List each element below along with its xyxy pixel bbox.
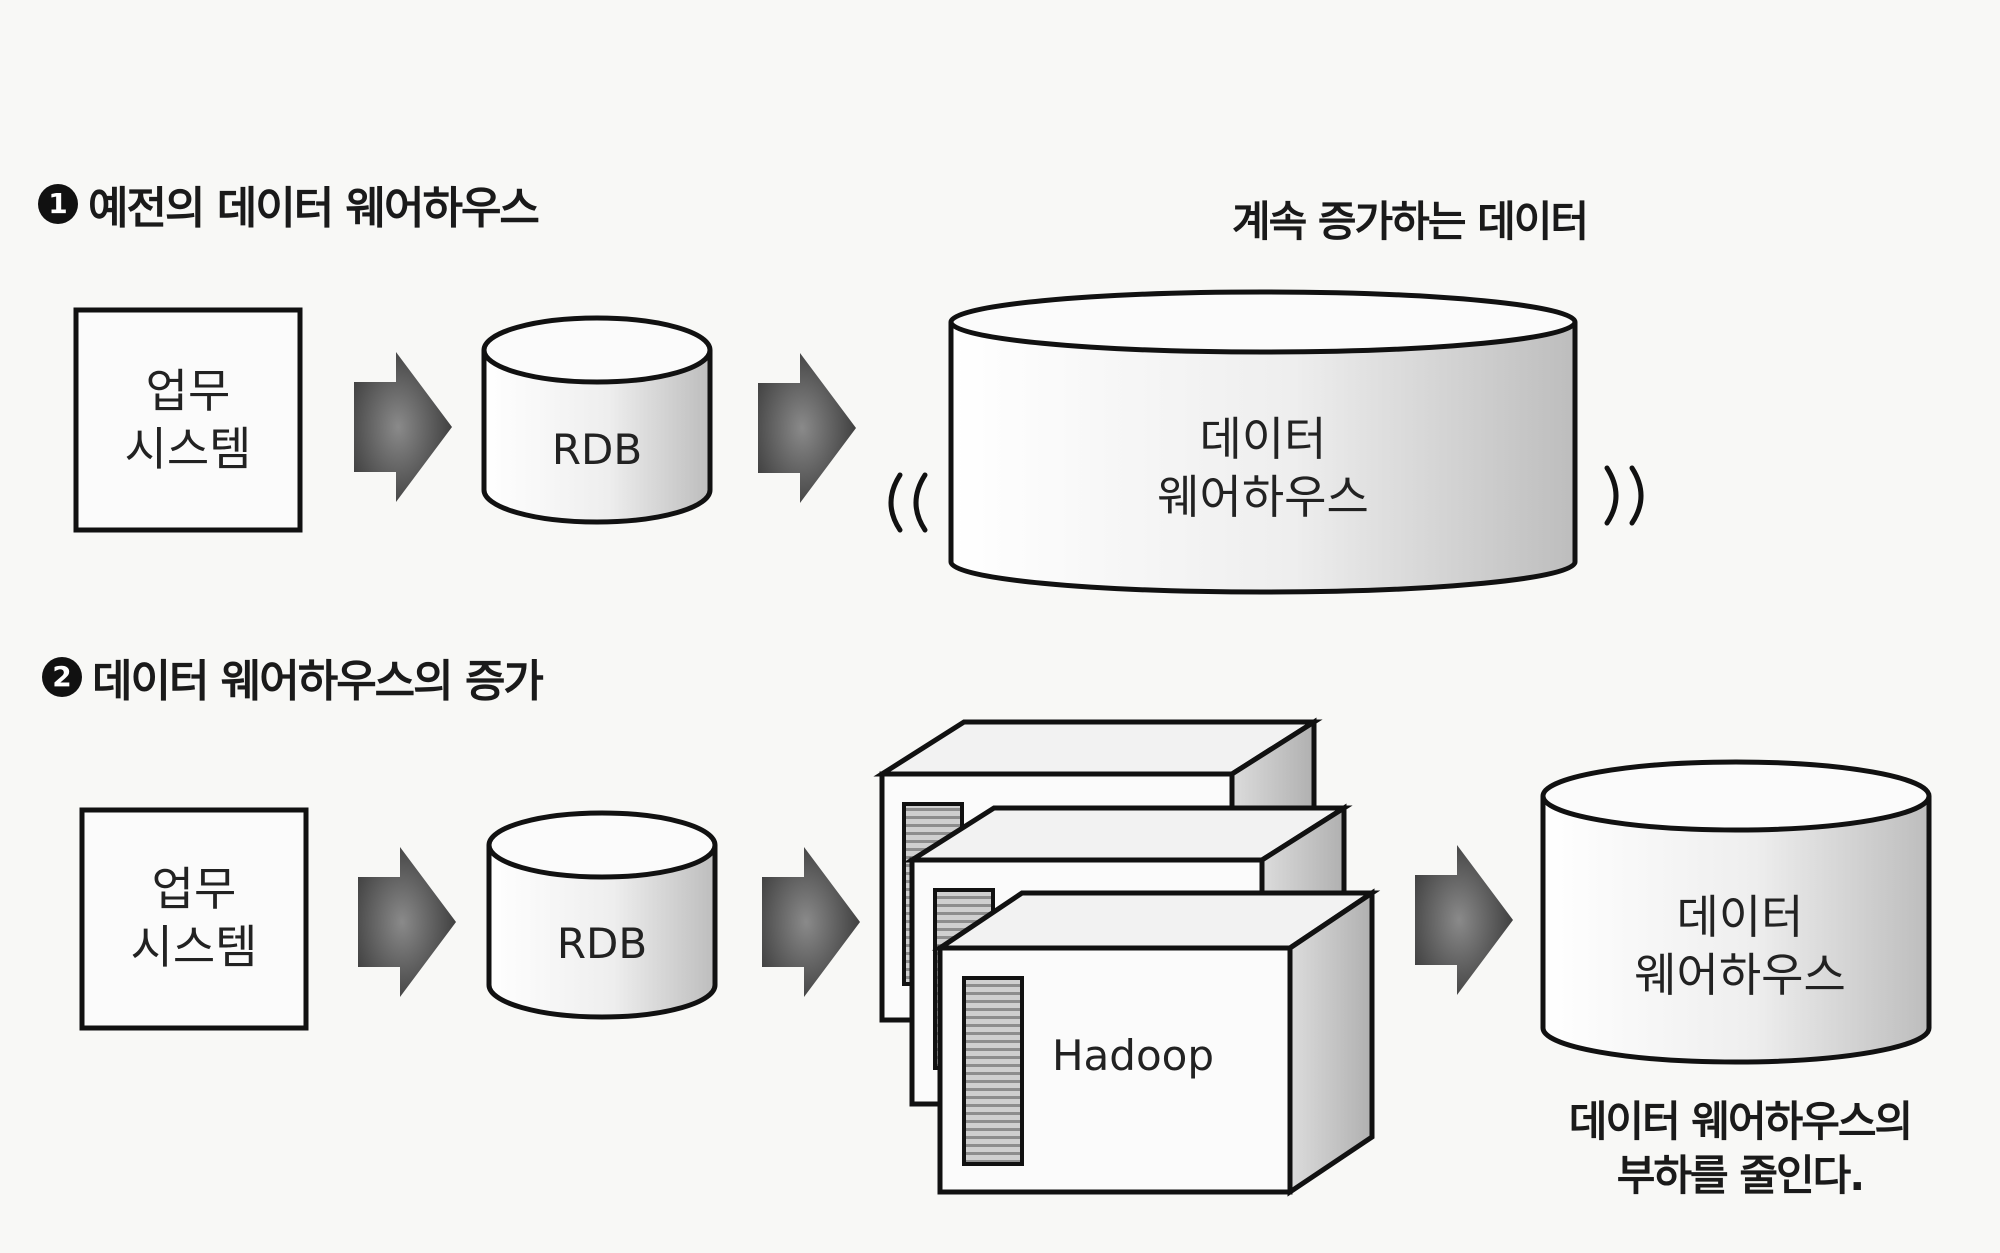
business-system-label-2b: 시스템 — [131, 920, 258, 974]
rdb-label-1: RDB — [552, 425, 642, 474]
load-note-line2: 부하를 줄인다. — [1616, 1151, 1865, 1200]
arrow-right-icon — [358, 847, 456, 997]
growing-data-note: 계속 증가하는 데이터 — [1232, 197, 1589, 246]
business-system-box-2: 업무 시스템 — [79, 807, 309, 1031]
business-system-label-1b: 시스템 — [125, 422, 252, 476]
section1-number: 1 — [38, 184, 78, 224]
arrow-right-icon — [762, 847, 860, 997]
section1-title: 예전의 데이터 웨어하우스 — [88, 183, 540, 234]
load-reduction-note: 데이터 웨어하우스의 부하를 줄인다. — [1540, 1095, 1940, 1203]
dw-label-1a: 데이터 — [1200, 412, 1327, 466]
hadoop-server-front: Hadoop — [931, 888, 1381, 1197]
load-note-line1: 데이터 웨어하우스의 — [1568, 1097, 1913, 1146]
section1-heading: 1 예전의 데이터 웨어하우스 — [38, 172, 540, 236]
section2-title: 데이터 웨어하우스의 증가 — [92, 656, 544, 707]
data-warehouse-cylinder-1: 데이터 웨어하우스 — [948, 289, 1578, 595]
arrow-right-icon — [354, 352, 452, 502]
dw-label-2a: 데이터 — [1677, 890, 1804, 944]
rdb-cylinder-1: RDB — [481, 315, 713, 525]
arrow-right-icon — [758, 353, 856, 503]
data-warehouse-cylinder-2: 데이터 웨어하우스 — [1540, 759, 1932, 1065]
hadoop-label: Hadoop — [1052, 1031, 1214, 1080]
section2-number: 2 — [42, 657, 82, 697]
rdb-label-2: RDB — [557, 919, 647, 968]
dw-label-2b: 웨어하우스 — [1634, 948, 1846, 1002]
business-system-label-1a: 업무 — [146, 364, 231, 418]
business-system-label-2a: 업무 — [152, 862, 237, 916]
arrow-right-icon — [1415, 845, 1513, 995]
growth-marks-left-icon — [888, 472, 928, 533]
rdb-cylinder-2: RDB — [486, 810, 718, 1020]
dw-label-1b: 웨어하우스 — [1157, 470, 1369, 524]
growth-marks-right-icon — [1604, 465, 1644, 526]
section2-heading: 2 데이터 웨어하우스의 증가 — [42, 645, 544, 709]
business-system-box-1: 업무 시스템 — [73, 307, 303, 533]
